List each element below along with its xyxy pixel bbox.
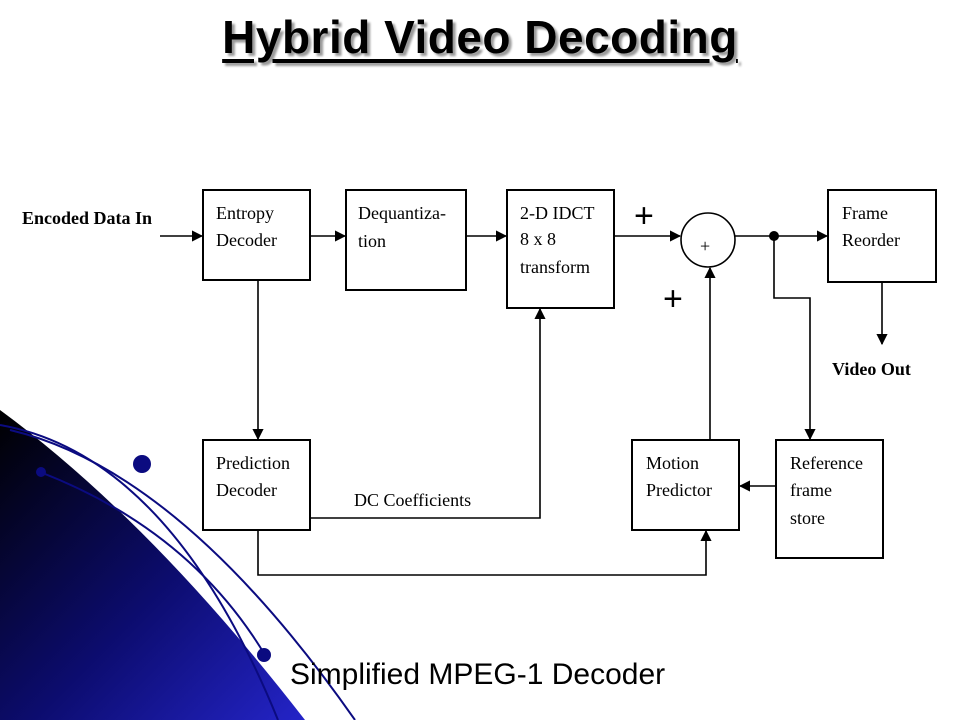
output-label: Video Out (832, 359, 911, 379)
corner-arc-line (0, 424, 279, 720)
plus-sign-bottom: + (663, 280, 683, 318)
frame-reorder-block: Frame Reorder (827, 189, 937, 283)
entropy-decoder-block: Entropy Decoder (202, 189, 311, 281)
corner-arc-line (39, 471, 266, 656)
reorder-label-line: Frame (842, 203, 888, 223)
plus-sign-top: + (634, 197, 654, 235)
entropy-label-line: Decoder (216, 230, 277, 250)
corner-decoration (0, 410, 356, 720)
dequantization-block: Dequantiza- tion (345, 189, 467, 291)
motion-predictor-block: Motion Predictor (631, 439, 740, 531)
reference-label-line: Reference (790, 453, 863, 473)
arrow-prediction-to-motion (257, 529, 712, 576)
prediction-label-line: Prediction (216, 453, 290, 473)
dequant-label-line: tion (358, 231, 386, 251)
reorder-label-line: Reorder (842, 230, 900, 250)
entropy-label-line: Entropy (216, 203, 274, 223)
dequant-label-line: Dequantiza- (358, 203, 446, 223)
motion-label-line: Predictor (646, 480, 712, 500)
idct-block: 2-D IDCT 8 x 8 transform (506, 189, 615, 309)
idct-label-line: transform (520, 257, 590, 277)
corner-arc-line (9, 429, 356, 720)
arrow-dc-coefficients (310, 307, 546, 519)
reference-label-line: frame (790, 480, 832, 500)
adder-symbol: + (700, 236, 710, 256)
corner-dot (36, 467, 46, 477)
prediction-decoder-block: Prediction Decoder (202, 439, 311, 531)
idct-label-line: 2-D IDCT (520, 203, 595, 223)
arrow-junction-to-reference (773, 236, 816, 441)
motion-label-line: Motion (646, 453, 699, 473)
adder-node: + (680, 212, 736, 268)
prediction-label-line: Decoder (216, 480, 277, 500)
slide-caption: Simplified MPEG-1 Decoder (290, 658, 666, 691)
idct-label-line: 8 x 8 (520, 229, 556, 249)
corner-dot (257, 648, 271, 662)
reference-label-line: store (790, 508, 825, 528)
corner-dot (133, 455, 151, 473)
reference-frame-store-block: Reference frame store (775, 439, 884, 559)
slide-title: Hybrid Video Decoding (222, 11, 738, 63)
dc-coefficients-label: DC Coefficients (354, 490, 471, 510)
input-label: Encoded Data In (22, 208, 152, 228)
